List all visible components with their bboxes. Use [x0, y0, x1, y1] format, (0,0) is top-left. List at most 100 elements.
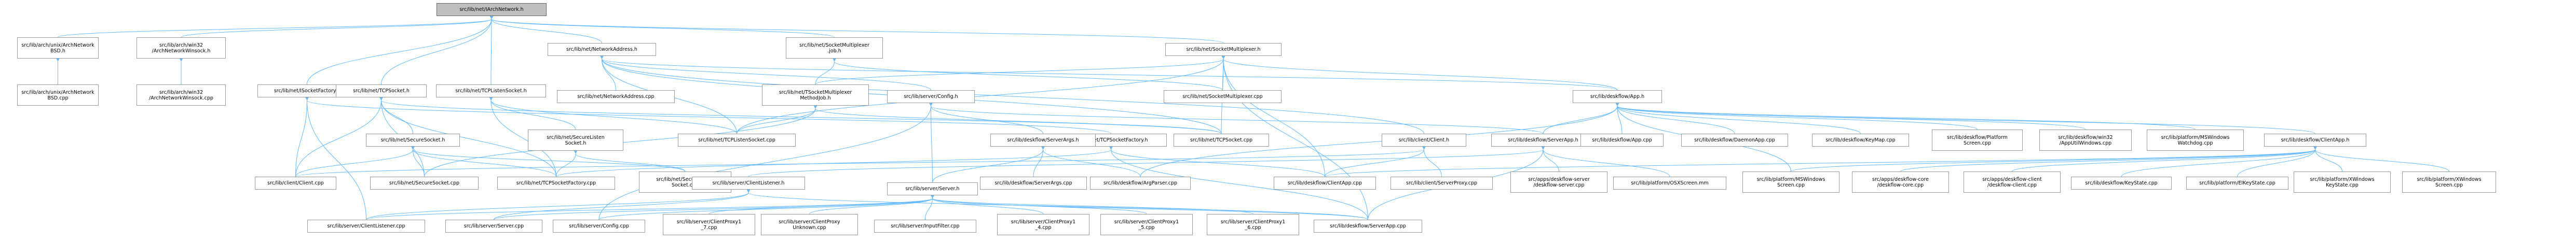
node-net-addr-cpp[interactable]: src/lib/net/NetworkAddress.cpp	[557, 90, 675, 103]
edge-net_securelisten_h-to-net_tcpsockfactory_cpp	[556, 150, 578, 177]
node-platform-osx-mm[interactable]: src/lib/platform/OSXScreen.mm	[1613, 177, 1726, 190]
node-apps-core-cpp[interactable]: src/apps/deskflow-core /deskflow-core.cp…	[1852, 171, 1949, 193]
node-net-sockmux-old-h[interactable]: src/lib/net/SocketMultiplexer .job.h	[786, 37, 883, 59]
node-net-tcplisten-h[interactable]: src/lib/net/TCPListenSocket.h	[436, 84, 546, 97]
node-server-clientlistener-h[interactable]: src/lib/server/ClientListener.h	[692, 177, 805, 190]
node-net-tcplisten-cpp[interactable]: src/lib/net/TCPListenSocket.cpp	[678, 134, 796, 147]
edge-server_clientlistener_h-to-deskflow_serverapp_cpp	[746, 189, 1368, 220]
edge-deskflow_clientapp_h-to-platform_xwkeystate_cpp	[2313, 146, 2342, 172]
edge-server_server_h-to-server_config_cpp	[598, 194, 935, 220]
node-platform-msscreen-cpp[interactable]: src/lib/platform/MSWindows Screen.cpp	[1742, 171, 1839, 193]
node-client-serverproxy-cpp[interactable]: src/lib/client/ServerProxy.cpp	[1391, 177, 1493, 190]
node-arch-crypto-h[interactable]: src/lib/arch/unix/ArchNetwork BSD.h	[17, 37, 99, 59]
edge-net_sockmux_h-to-net_tsockmuxjob_h	[815, 55, 1225, 85]
edge-root-to-net_sockfactory_h	[307, 15, 494, 85]
edge-deskflow_app_h-to-deskflow_appwin_cpp	[1615, 102, 2086, 130]
node-client-client-cpp[interactable]: src/lib/client/Client.cpp	[255, 177, 336, 190]
edge-net_tcpsocket_h-to-net_tcpsockfactory_cpp	[379, 96, 556, 177]
node-deskflow-app-h[interactable]: src/lib/deskflow/App.h	[1573, 90, 1662, 103]
edge-net_tcplisten_h-to-net_tcplisten_cpp	[489, 96, 737, 134]
node-net-sockmux-cpp[interactable]: src/lib/net/SocketMultiplexer.cpp	[1164, 90, 1282, 103]
node-root: src/lib/net/IArchNetwork.h	[437, 3, 547, 16]
edge-server_clientlistener_h-to-server_server_cpp	[494, 189, 751, 220]
node-net-securesock-h[interactable]: src/lib/net/SecureSocket.h	[366, 134, 460, 147]
edge-net_securesock_h-to-net_securesock_cpp	[411, 146, 425, 177]
edge-root-to-arch_crypto_h	[58, 15, 494, 38]
edge-deskflow_clientapp_h-to-platform_xwscreen_cpp	[2313, 146, 2449, 172]
node-net-tcpsocket-cpp[interactable]: src/lib/net/TCPSocket.cpp	[1174, 134, 1269, 147]
edge-server_config_h-to-deskflow_serverapp_h	[929, 102, 1544, 134]
node-server-clientlistener-cpp[interactable]: src/lib/server/ClientListener.cpp	[307, 220, 425, 233]
node-client-client-h[interactable]: src/lib/client/Client.h	[1382, 134, 1466, 147]
node-net-sockmux-h[interactable]: src/lib/net/SocketMultiplexer.h	[1165, 43, 1282, 56]
edge-root-to-net_tcpsocket_h	[381, 15, 494, 85]
edge-net_sockfactory_h-to-net_tcpsockfactory_h	[305, 96, 1111, 134]
edge-server_server_h-to-server_clientproxy16_cpp	[930, 194, 1253, 215]
node-deskflow-serverapp-cpp[interactable]: src/lib/deskflow/ServerApp.cpp	[1314, 220, 1422, 233]
edge-net_tcpsocket_h-to-net_tcpsocket_cpp	[379, 96, 1222, 134]
node-deskflow-app-cpp[interactable]: src/lib/deskflow/App.cpp	[1580, 134, 1664, 147]
edge-net_sockmux_old_h-to-net_sockmux_cpp	[832, 58, 1223, 91]
node-arch-win-h[interactable]: src/lib/arch/win32 /ArchNetworkWinsock.h	[137, 37, 226, 59]
node-platform-mswatchdog-cpp[interactable]: src/lib/platform/MSWindows Watchdog.cpp	[2147, 130, 2244, 151]
edge-root-to-net_addr_h	[489, 15, 602, 44]
node-net-tcpsocket-h[interactable]: src/lib/net/TCPSocket.h	[336, 84, 427, 97]
node-server-clientproxy14-cpp[interactable]: src/lib/server/ClientProxy1 _4.cpp	[997, 214, 1089, 235]
node-server-clientproxy17-cpp[interactable]: src/lib/server/ClientProxy1 _7.cpp	[663, 214, 755, 235]
edge-server_server_h-to-server_clientproxyunknown_cpp	[809, 194, 935, 215]
edge-server_config_h-to-deskflow_serverargs_h	[929, 102, 1043, 134]
node-platform-xwkeystate-cpp[interactable]: src/lib/platform/XWindows KeyState.cpp	[2294, 171, 2391, 193]
node-server-config-h[interactable]: src/lib/server/Config.h	[887, 90, 975, 103]
edge-server_server_h-to-server_clientproxy14_cpp	[930, 194, 1044, 215]
edge-net_tsockmuxjob_h-to-net_tcplisten_cpp	[737, 105, 817, 134]
edge-net_sockmux_h-to-deskflow_app_h	[1221, 55, 1618, 91]
edge-deskflow_clientapp_h-to-deskflow_keystate_cpp	[2121, 146, 2318, 177]
node-deskflow-serverargs-h[interactable]: src/lib/deskflow/ServerArgs.h	[990, 134, 1096, 147]
node-server-clientproxy16-cpp[interactable]: src/lib/server/ClientProxy1 _6.cpp	[1207, 214, 1299, 235]
edge-net_sockmux_h-to-deskflow_serverapp_cpp	[1221, 55, 1368, 220]
node-server-clientproxyunknown-cpp[interactable]: src/lib/server/ClientProxy Unknown.cpp	[761, 214, 858, 235]
node-server-clientproxy15-cpp[interactable]: src/lib/server/ClientProxy1 _5.cpp	[1100, 214, 1193, 235]
edge-deskflow_serverapp_h-to-server_clientlistener_h	[748, 146, 1545, 177]
edge-net_tcpsockfactory_h-to-deskflow_serverapp_cpp	[1109, 146, 1368, 220]
edge-deskflow_app_h-to-deskflow_platformscreen_cpp	[1615, 102, 1978, 130]
node-net-tsockmuxjob-h[interactable]: src/lib/net/TSocketMultiplexer MethodJob…	[762, 84, 869, 106]
node-server-server-cpp[interactable]: src/lib/server/Server.cpp	[445, 220, 542, 233]
edge-root-to-net_sockmux_h	[489, 15, 1224, 44]
node-net-securesock-cpp[interactable]: src/lib/net/SecureSocket.cpp	[370, 177, 479, 190]
node-deskflow-keystate-cpp[interactable]: src/lib/deskflow/KeyState.cpp	[2071, 177, 2172, 190]
node-deskflow-daemonapp-cpp[interactable]: src/lib/deskflow/DaemonApp.cpp	[1681, 134, 1788, 147]
node-deskflow-appwin-cpp[interactable]: src/lib/deskflow/win32 /AppUtilWindows.c…	[2039, 130, 2132, 151]
edge-net_tsockmuxjob_h-to-net_tcpsocket_cpp	[813, 105, 1222, 134]
node-arch-win-cpp[interactable]: src/lib/arch/win32 /ArchNetworkWinsock.c…	[137, 84, 226, 106]
edge-server_server_h-to-server_inputfilter_cpp	[925, 194, 935, 220]
node-apps-server-cpp[interactable]: src/apps/deskflow-server /deskflow-serve…	[1510, 171, 1607, 193]
edge-deskflow_app_h-to-platform_mswatchdog_cpp	[1615, 102, 2196, 130]
edge-server_server_h-to-server_clientproxy17_cpp	[708, 194, 935, 215]
edge-deskflow_clientapp_h-to-platform_msscreen_cpp	[1791, 146, 2318, 172]
node-platform-xwscreen-cpp[interactable]: src/lib/platform/XWindows Screen.cpp	[2402, 171, 2496, 193]
edge-net_addr_h-to-deskflow_app_h	[599, 55, 1618, 91]
edge-server_server_h-to-server_clientlistener_cpp	[366, 194, 935, 220]
node-net-securelisten-h[interactable]: src/lib/net/SecureListen Socket.h	[528, 130, 623, 151]
node-deskflow-argparser-cpp[interactable]: src/lib/deskflow/ArgParser.cpp	[1090, 177, 1191, 190]
edge-deskflow_app_h-to-deskflow_serverapp_h	[1543, 102, 1619, 134]
node-deskflow-keymap-cpp[interactable]: src/lib/deskflow/KeyMap.cpp	[1812, 134, 1909, 147]
node-deskflow-serverargs-cpp[interactable]: src/lib/deskflow/ServerArgs.cpp	[980, 177, 1087, 190]
node-deskflow-serverapp-h[interactable]: src/lib/deskflow/ServerApp.h	[1491, 134, 1595, 147]
node-net-addr-h[interactable]: src/lib/net/NetworkAddress.h	[548, 43, 656, 56]
node-net-tcpsockfactory-cpp[interactable]: src/lib/net/TCPSocketFactory.cpp	[497, 177, 615, 190]
node-server-server-h[interactable]: src/lib/server/Server.h	[887, 182, 978, 195]
edge-deskflow_serverapp_h-to-platform_osx_mm	[1541, 146, 1670, 177]
node-deskflow-clientapp-h[interactable]: src/lib/deskflow/ClientApp.h	[2264, 134, 2366, 147]
node-deskflow-clientapp-cpp[interactable]: src/lib/deskflow/ClientApp.cpp	[1274, 177, 1376, 190]
edge-net_tcplisten_h-to-net_securelisten_h	[489, 96, 576, 130]
node-apps-client-cpp[interactable]: src/apps/deskflow-client /deskflow-clien…	[1964, 171, 2061, 193]
node-deskflow-platformscreen-cpp[interactable]: src/lib/deskflow/Platform Screen.cpp	[1932, 130, 2023, 151]
edge-deskflow_serverargs_h-to-deskflow_argparser_cpp	[1041, 146, 1141, 177]
node-server-config-cpp[interactable]: src/lib/server/Config.cpp	[553, 220, 645, 233]
node-server-inputfilter-cpp[interactable]: src/lib/server/InputFilter.cpp	[874, 220, 976, 233]
node-arch-unix-cpp[interactable]: src/lib/arch/unix/ArchNetwork BSD.cpp	[17, 84, 99, 106]
edge-net_tcpsocket_h-to-client_client_cpp	[295, 96, 384, 177]
node-platform-eikeystate-cpp[interactable]: src/lib/platform/EIKeyState.cpp	[2186, 177, 2288, 190]
